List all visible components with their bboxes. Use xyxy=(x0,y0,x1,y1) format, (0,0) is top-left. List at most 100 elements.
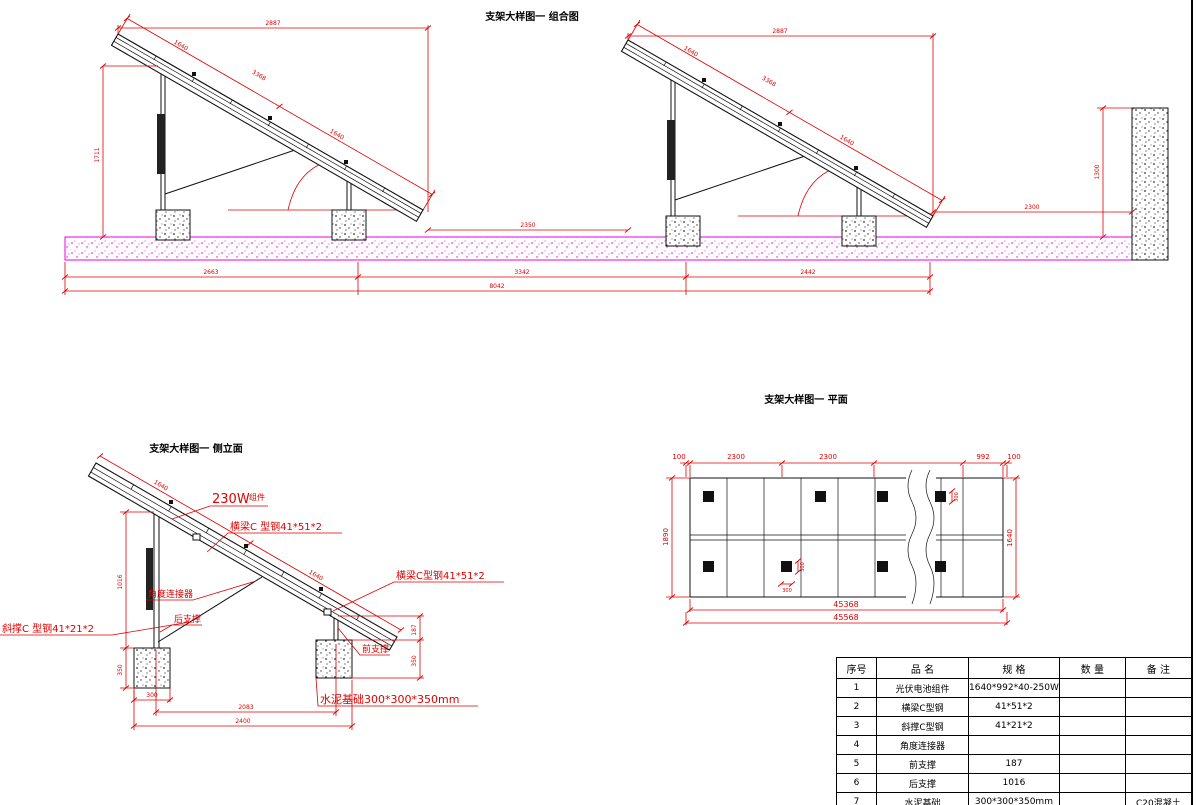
bom-cell-spec: 300*300*350mm xyxy=(968,792,1060,805)
bom-cell-qty xyxy=(1058,716,1126,736)
bom-row: 1 光伏电池组件 1640*992*40-250W xyxy=(836,678,1192,698)
dim-text: 2442 xyxy=(800,269,815,276)
bom-cell-item: 前支撑 xyxy=(876,754,969,774)
bom-cell-spec: 187 xyxy=(968,754,1060,774)
rear-support-channel xyxy=(146,548,153,610)
rear-support-label: 后支撑 xyxy=(174,613,201,625)
bom-cell-note xyxy=(1124,716,1192,736)
foundation-pads xyxy=(703,491,946,572)
assembly-title: 支架大样图一 组合图 xyxy=(484,10,578,23)
dim-text: 2300 xyxy=(819,453,837,461)
dim-text: 1890 xyxy=(662,528,670,546)
bom-cell-qty xyxy=(1058,792,1126,805)
bom-header-item: 品 名 xyxy=(876,657,969,679)
bom-cell-item: 横梁C型钢 xyxy=(876,697,969,717)
dim-text: 2350 xyxy=(520,222,535,229)
bom-cell-note xyxy=(1124,735,1192,755)
dim-text: 300 xyxy=(954,492,960,502)
bom-cell-qty xyxy=(1058,754,1126,774)
bom-cell-note xyxy=(1124,754,1192,774)
bom-cell-spec xyxy=(968,735,1060,755)
plan-array-outline xyxy=(689,477,1004,598)
bom-cell-no: 3 xyxy=(836,716,877,736)
foundation-label: 水泥基础300*300*350mm xyxy=(320,693,459,706)
dim-text: 3342 xyxy=(514,269,529,276)
dim-text: 1640 xyxy=(1006,529,1014,547)
dim-text: 100 xyxy=(672,453,685,461)
bom-cell-no: 5 xyxy=(836,754,877,774)
dim-text: 45368 xyxy=(833,600,858,609)
bom-header-no: 序号 xyxy=(836,657,877,679)
bom-cell-item: 角度连接器 xyxy=(876,735,969,755)
dim-text: 350 xyxy=(117,664,124,676)
dim-text: 2663 xyxy=(203,269,218,276)
side-dimension-lines: 1016 350 300 187 350 2083 2400 xyxy=(117,509,424,730)
dim-text: 2887 xyxy=(265,20,280,27)
dim-text: 2300 xyxy=(1024,204,1039,211)
dim-text: 1711 xyxy=(94,147,101,162)
dim-text: 1016 xyxy=(117,574,124,589)
bom-row: 3 斜撑C型钢 41*21*2 xyxy=(836,716,1192,736)
dim-text: 1640 xyxy=(152,479,169,493)
dim-text: 300 xyxy=(782,588,792,594)
dim-text: 300 xyxy=(800,562,806,572)
bom-cell-note: C20混凝土 xyxy=(1124,792,1192,805)
bom-cell-spec: 41*51*2 xyxy=(968,697,1060,717)
bom-header-qty: 数 量 xyxy=(1058,657,1126,679)
plan-title: 支架大样图一 平面 xyxy=(763,393,847,406)
ground-strip xyxy=(64,236,1133,261)
dim-text: 350 xyxy=(411,655,418,667)
dim-text: 992 xyxy=(976,453,989,461)
sheet-right-border xyxy=(1191,0,1193,805)
bom-cell-qty xyxy=(1058,697,1126,717)
dim-text: 2300 xyxy=(727,453,745,461)
bom-cell-note xyxy=(1124,678,1192,698)
bom-cell-note xyxy=(1124,697,1192,717)
bom-table: 序号 品 名 规 格 数 量 备 注 1 光伏电池组件 1640*992*40-… xyxy=(836,657,1192,805)
dim-text: 100 xyxy=(1007,453,1020,461)
module-label-suffix: 组件 xyxy=(249,492,265,502)
bom-cell-spec: 41*21*2 xyxy=(968,716,1060,736)
assembly-view: 支架大样图一 组合图 2887 2887 1711 xyxy=(61,10,1169,295)
purlin xyxy=(192,533,201,541)
bom-cell-no: 7 xyxy=(836,792,877,805)
bom-row: 6 后支撑 1016 xyxy=(836,773,1192,793)
dim-text: 2400 xyxy=(235,718,250,725)
bom-row: 7 水泥基础 300*300*350mm C20混凝土 xyxy=(836,792,1192,805)
bom-cell-item: 水泥基础 xyxy=(876,792,969,805)
purlin xyxy=(323,608,332,616)
bom-cell-item: 斜撑C型钢 xyxy=(876,716,969,736)
dim-text: 2887 xyxy=(772,28,787,35)
bom-row: 2 横梁C型钢 41*51*2 xyxy=(836,697,1192,717)
dim-text: 300 xyxy=(146,692,158,699)
front-support-label: 前支撑 xyxy=(362,643,389,655)
plan-dimension-lines: 100 2300 2300 992 100 1890 1640 45368 45… xyxy=(662,453,1021,626)
dim-text: 2083 xyxy=(238,704,253,711)
plan-view: 支架大样图一 平面 100 2300 2300 992 100 xyxy=(662,393,1021,626)
bom-cell-spec: 1640*992*40-250W xyxy=(968,678,1060,698)
bom-cell-no: 4 xyxy=(836,735,877,755)
bom-cell-qty xyxy=(1058,678,1126,698)
break-line xyxy=(925,469,935,605)
bom-cell-qty xyxy=(1058,773,1126,793)
bom-cell-note xyxy=(1124,773,1192,793)
beam-front-label: 横梁C型钢41*51*2 xyxy=(396,569,485,582)
bom-cell-no: 1 xyxy=(836,678,877,698)
foundation-block xyxy=(133,647,171,689)
brace-label: 斜撑C 型钢41*21*2 xyxy=(2,622,94,635)
bom-cell-no: 2 xyxy=(836,697,877,717)
break-line xyxy=(907,469,917,605)
side-sloped-dim: 1640 1640 xyxy=(96,453,405,633)
wall xyxy=(1131,107,1169,261)
bom-cell-qty xyxy=(1058,735,1126,755)
bom-row: 5 前支撑 187 xyxy=(836,754,1192,774)
connector-label: 角度连接器 xyxy=(148,588,193,600)
dim-text: 1300 xyxy=(1094,164,1101,179)
bom-row: 4 角度连接器 xyxy=(836,735,1192,755)
foundation-block xyxy=(315,639,353,679)
module-label: 230W xyxy=(212,492,250,507)
beam-top-label: 横梁C 型钢41*51*2 xyxy=(230,520,322,533)
bom-header-spec: 规 格 xyxy=(968,657,1060,679)
